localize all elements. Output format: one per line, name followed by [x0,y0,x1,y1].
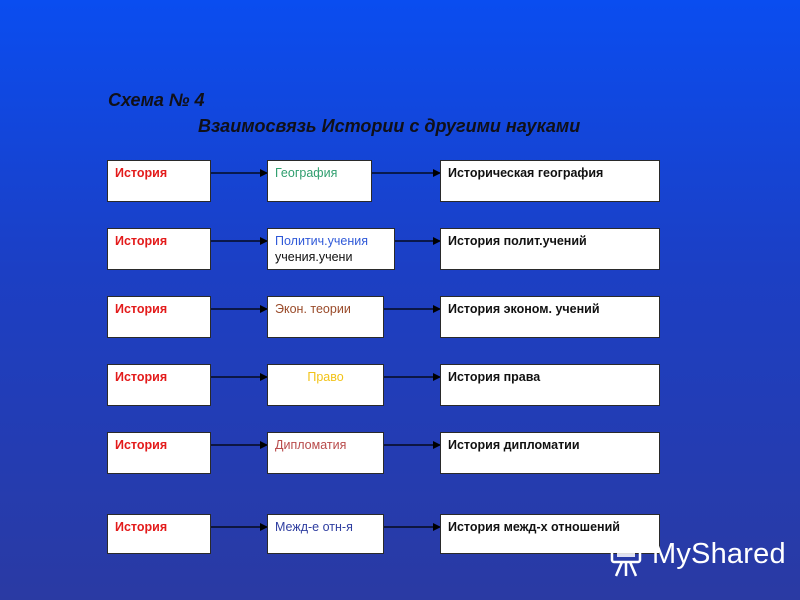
middle-label-6: Межд-е отн-я [275,520,353,534]
middle-box-4: Право [267,364,384,406]
watermark-text: MyShared [652,538,786,570]
middle-box-2: Политич.учения учения.учени [267,228,395,270]
source-box-5: История [107,432,211,474]
middle-box-6: Межд-е отн-я [267,514,384,554]
presentation-board-icon [610,540,642,577]
middle-box-1: География [267,160,372,202]
middle-label-5: Дипломатия [275,438,347,452]
middle-box-3: Экон. теории [267,296,384,338]
result-box-4: История права [440,364,660,406]
source-box-1: История [107,160,211,202]
middle-label-4: Право [307,370,344,384]
middle-label-3: Экон. теории [275,302,351,316]
result-box-3: История эконом. учений [440,296,660,338]
source-box-4: История [107,364,211,406]
source-box-6: История [107,514,211,554]
diagram-subtitle: Взаимосвязь Истории с другими науками [198,116,581,136]
source-box-3: История [107,296,211,338]
result-box-5: История дипломатии [440,432,660,474]
source-box-2: История [107,228,211,270]
result-box-1: Историческая география [440,160,660,202]
middle-label-2: Политич.учения [275,234,368,248]
middle-box-5: Дипломатия [267,432,384,474]
middle-label-1: География [275,166,338,180]
middle-sublabel-2: учения.учени [275,250,353,264]
watermark-logo: MyShared [606,536,786,578]
diagram-title: Схема № 4 [108,90,205,110]
result-box-2: История полит.учений [440,228,660,270]
